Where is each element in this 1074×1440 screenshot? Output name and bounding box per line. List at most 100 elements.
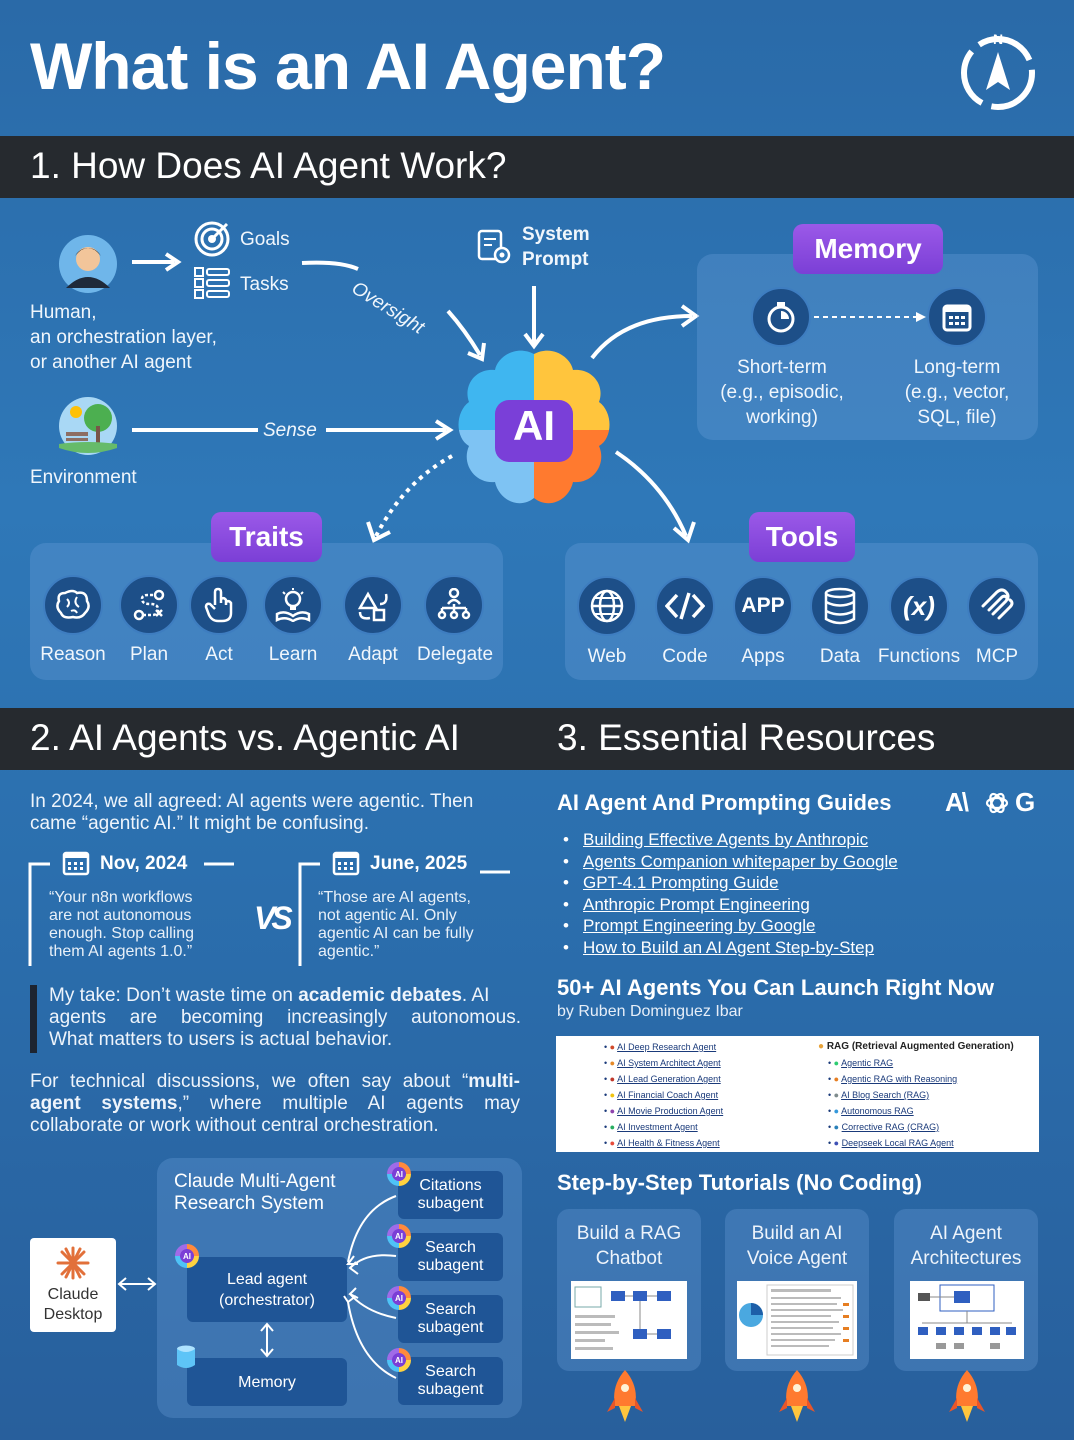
calendar-icon bbox=[927, 287, 987, 347]
tasks-label: Tasks bbox=[240, 274, 289, 295]
arrow-down-icon bbox=[523, 286, 545, 350]
human-label: Human, an orchestration layer, or anothe… bbox=[30, 302, 217, 373]
human-avatar-icon bbox=[59, 235, 117, 293]
guide-link[interactable]: Agents Companion whitepaper by Google bbox=[557, 851, 1027, 873]
rag-heading: ● RAG (Retrieval Augmented Generation) bbox=[818, 1041, 1014, 1052]
my-take: My take: Don’t waste time on academic de… bbox=[49, 985, 521, 1050]
tool-label-data: Data bbox=[819, 646, 861, 667]
list-item[interactable]: • ● AI Investment Agent bbox=[604, 1122, 698, 1132]
trait-label-reason: Reason bbox=[40, 644, 106, 665]
tool-label-apps: Apps bbox=[741, 646, 785, 667]
plan-icon bbox=[119, 575, 179, 635]
section3-heading: 3. Essential Resources bbox=[557, 717, 936, 758]
list-item[interactable]: • ● Agentic RAG bbox=[828, 1058, 894, 1068]
list-item[interactable]: • ● AI Blog Search (RAG) bbox=[828, 1090, 930, 1100]
anthropic-logo-icon: A\ bbox=[945, 787, 969, 817]
database-icon bbox=[810, 576, 870, 636]
list-item[interactable]: • ● Autonomous RAG bbox=[828, 1106, 914, 1116]
list-item[interactable]: • ● AI System Architect Agent bbox=[604, 1058, 721, 1068]
right-date: June, 2025 bbox=[370, 853, 468, 874]
lightbulb-book-icon bbox=[263, 575, 323, 635]
claude-sunburst-icon bbox=[56, 1246, 90, 1280]
guide-link[interactable]: Anthropic Prompt Engineering bbox=[557, 894, 1027, 916]
ai-mini-icon: AI bbox=[387, 1348, 411, 1372]
oversight-arrow bbox=[301, 260, 486, 362]
agents-byline: by Ruben Dominguez Ibar bbox=[557, 1003, 743, 1020]
ai-badge: AI bbox=[513, 402, 555, 449]
openai-logo-icon bbox=[985, 792, 1009, 814]
list-item[interactable]: • ● Deepseek Local RAG Agent bbox=[828, 1138, 954, 1148]
left-date: Nov, 2024 bbox=[100, 853, 188, 874]
trait-label-adapt: Adapt bbox=[348, 644, 398, 665]
compass-logo-icon: N bbox=[961, 31, 1035, 110]
tutorials-title: Step-by-Step Tutorials (No Coding) bbox=[557, 1170, 923, 1195]
list-item[interactable]: • ● AI Deep Research Agent bbox=[604, 1042, 717, 1052]
calendar-icon bbox=[332, 851, 360, 876]
guides-list: Building Effective Agents by Anthropic A… bbox=[557, 829, 1027, 958]
list-item[interactable]: • ● AI Financial Coach Agent bbox=[604, 1090, 719, 1100]
guide-link[interactable]: Prompt Engineering by Google bbox=[557, 915, 1027, 937]
system-prompt-icon bbox=[477, 229, 511, 264]
tools-title: Tools bbox=[749, 512, 855, 562]
list-item[interactable]: • ● Corrective RAG (CRAG) bbox=[828, 1122, 940, 1132]
traits-title: Traits bbox=[211, 512, 322, 562]
right-quote: “Those are AI agents, not agentic AI. On… bbox=[318, 889, 474, 960]
section23-band: 2. AI Agents vs. Agentic AI 3. Essential… bbox=[0, 708, 1074, 770]
hierarchy-icon bbox=[424, 575, 484, 635]
memory-title: Memory bbox=[793, 224, 943, 274]
page-title: What is an AI Agent? bbox=[30, 29, 666, 103]
trait-label-delegate: Delegate bbox=[416, 644, 494, 665]
guide-link[interactable]: How to Build an AI Agent Step-by-Step bbox=[557, 937, 1027, 959]
target-icon bbox=[194, 221, 230, 257]
vs-label: VS bbox=[254, 900, 293, 936]
rocket-icon bbox=[779, 1370, 815, 1422]
system-prompt-label: System Prompt bbox=[522, 224, 590, 270]
agents-title: 50+ AI Agents You Can Launch Right Now bbox=[557, 975, 994, 1000]
trait-label-learn: Learn bbox=[268, 644, 318, 665]
guide-link[interactable]: Building Effective Agents by Anthropic bbox=[557, 829, 1027, 851]
arrow-to-tools bbox=[614, 450, 696, 544]
calendar-icon bbox=[62, 851, 90, 876]
brain-icon bbox=[43, 575, 103, 635]
list-item[interactable]: • ● AI Lead Generation Agent bbox=[604, 1074, 721, 1084]
list-item[interactable]: • ● AI Health & Fitness Agent bbox=[604, 1138, 720, 1148]
ai-mini-icon: AI bbox=[387, 1162, 411, 1186]
stopwatch-icon bbox=[751, 287, 811, 347]
rocket-icon bbox=[949, 1370, 985, 1422]
app-icon: APP bbox=[733, 576, 793, 636]
multi-agent-title: Claude Multi-Agent Research System bbox=[174, 1171, 336, 1214]
subagent-arrows bbox=[343, 1195, 397, 1379]
list-item[interactable]: • ● AI Movie Production Agent bbox=[604, 1106, 724, 1116]
goals-label: Goals bbox=[240, 229, 290, 250]
tutorial-thumbnail bbox=[571, 1281, 687, 1359]
hand-icon bbox=[189, 575, 249, 635]
ai-brain-icon bbox=[458, 350, 610, 504]
arrow-to-traits-dotted bbox=[366, 454, 453, 543]
tool-label-code: Code bbox=[662, 646, 708, 667]
environment-park-icon bbox=[59, 397, 117, 455]
section1-heading: 1. How Does AI Agent Work? bbox=[30, 145, 507, 186]
section2-heading: 2. AI Agents vs. Agentic AI bbox=[30, 717, 460, 758]
adapt-icon bbox=[343, 575, 403, 635]
ai-mini-icon: AI bbox=[387, 1286, 411, 1310]
list-item[interactable]: • ● Agentic RAG with Reasoning bbox=[828, 1074, 958, 1084]
memory-panel bbox=[697, 254, 1038, 440]
vertical-double-arrow bbox=[260, 1322, 274, 1358]
guides-title: AI Agent And Prompting Guides bbox=[557, 790, 892, 815]
sense-arrow bbox=[132, 419, 454, 441]
technical-note: For technical discussions, we often say … bbox=[30, 1071, 520, 1136]
short-term-label: Short-term (e.g., episodic, working) bbox=[720, 357, 844, 428]
mcp-icon bbox=[967, 576, 1027, 636]
tasks-list-icon bbox=[194, 267, 230, 299]
arrow-to-memory bbox=[590, 304, 700, 360]
tutorial-thumbnail bbox=[910, 1281, 1024, 1359]
sense-label: Sense bbox=[263, 420, 317, 441]
guide-link[interactable]: GPT-4.1 Prompting Guide bbox=[557, 872, 1027, 894]
